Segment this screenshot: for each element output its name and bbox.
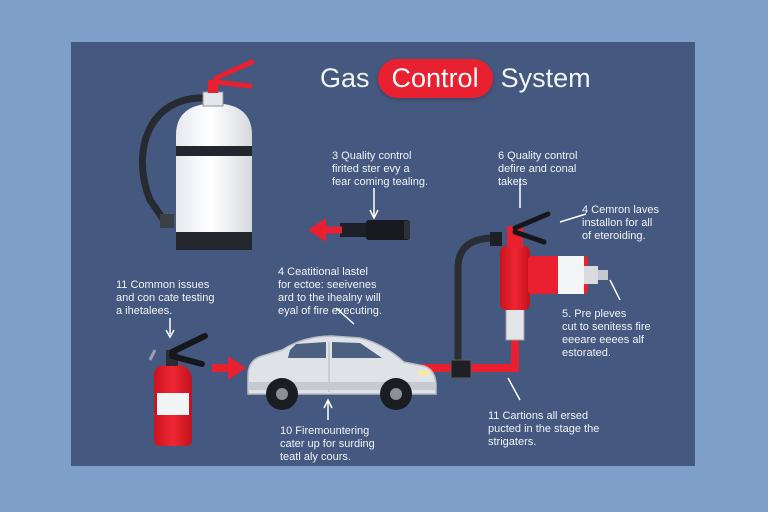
- note-pre-pleves: 5. Pre pleves cut to senitess fire eeear…: [562, 308, 651, 359]
- title-suffix: System: [500, 62, 591, 93]
- fire-extinguisher-icon: [148, 318, 208, 446]
- nozzle-arrow-icon: [308, 188, 410, 242]
- note-quality-control-2: 6 Quality control defire and conal taket…: [498, 150, 578, 188]
- arrow-icon: [212, 356, 246, 380]
- title-highlight: Control: [377, 58, 493, 98]
- note-firemountering: 10 Firemountering cater up for surding t…: [280, 425, 375, 463]
- note-additional-lastel: 4 Ceatitional lastel for ectoe: seeivene…: [278, 266, 382, 317]
- valve-regulator-icon: [500, 211, 621, 341]
- diagram-title: Gas Control System: [320, 55, 591, 101]
- car-icon: [247, 335, 437, 420]
- note-cartions: 11 Cartions all ersed pucted in the stag…: [488, 410, 600, 448]
- note-installation: 4 Cemron laves installon for all of eter…: [582, 204, 660, 242]
- note-common-issues: 11 Common issues and con cate testing a …: [116, 279, 215, 317]
- pointer-lines: [335, 180, 521, 401]
- gas-pipe-line: [410, 232, 519, 379]
- gas-cylinder-icon: [138, 59, 255, 250]
- note-quality-control-1: 3 Quality control firited ster evy a fea…: [332, 150, 428, 188]
- title-prefix: Gas: [320, 62, 370, 93]
